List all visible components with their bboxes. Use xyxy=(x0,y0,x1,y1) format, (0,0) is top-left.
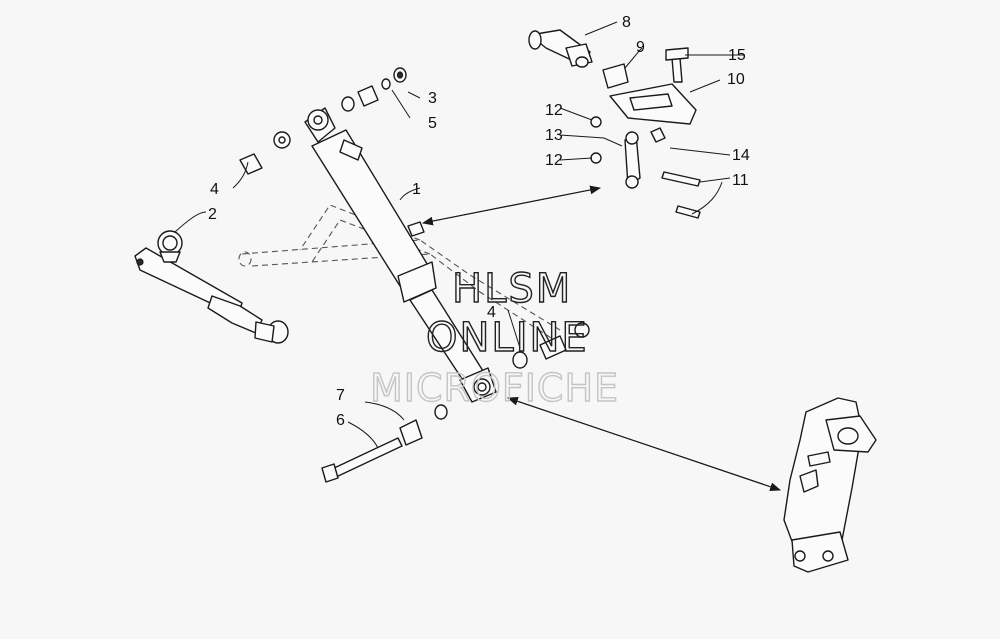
callout-9: 9 xyxy=(636,39,645,56)
callout-6: 6 xyxy=(336,412,345,429)
leader-lines xyxy=(174,21,745,449)
assembly-arrows xyxy=(421,185,782,491)
watermark-line-2: ONLINE xyxy=(426,315,589,361)
callout-5: 5 xyxy=(428,115,437,132)
watermark-line-3: MICROFICHE xyxy=(370,366,619,410)
callout-10: 10 xyxy=(727,71,745,88)
callout-11: 11 xyxy=(732,172,749,189)
callout-12-lower: 12 xyxy=(545,152,563,169)
callout-4-upper: 4 xyxy=(210,181,219,198)
callout-8: 8 xyxy=(622,14,631,31)
lower-bushing-hardware xyxy=(321,322,590,483)
callout-1: 1 xyxy=(412,181,421,198)
callout-12-upper: 12 xyxy=(545,102,563,119)
spindle-knuckle xyxy=(783,397,877,573)
callout-7: 7 xyxy=(336,387,345,404)
callout-3: 3 xyxy=(428,90,437,107)
callout-4-mid: 4 xyxy=(487,304,496,321)
callout-2: 2 xyxy=(208,206,217,223)
upper-bushing-hardware xyxy=(239,67,407,175)
callout-13: 13 xyxy=(545,127,563,144)
callout-labels: 1 2 3 4 4 4 5 6 7 8 9 10 11 12 12 13 14 … xyxy=(208,14,750,429)
shock-absorber-part-1 xyxy=(304,107,497,403)
bracket-assembly xyxy=(528,29,701,219)
callout-14: 14 xyxy=(732,147,750,164)
watermark: HLSM ONLINE MICROFICHE xyxy=(369,265,619,410)
watermark-line-1: HLSM xyxy=(452,266,572,312)
damper-assembly-part-2 xyxy=(134,230,289,344)
callout-15: 15 xyxy=(728,47,746,64)
